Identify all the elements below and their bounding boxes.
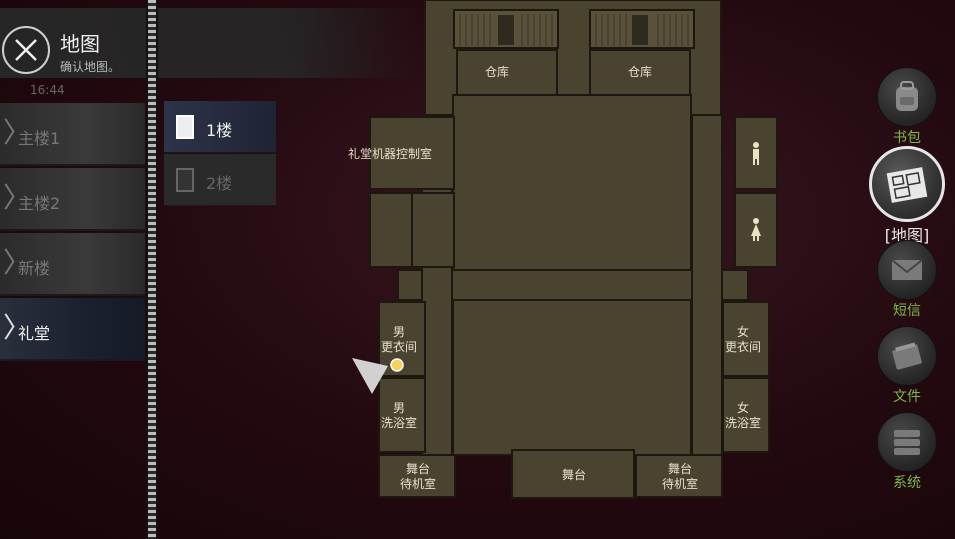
- floor-map: 仓库 仓库 礼堂机器控制室 男 更衣间 男 洗浴室 女 更衣间 女 洗浴室 舞台…: [340, 0, 790, 520]
- building-item-main2[interactable]: 〉 主楼2: [0, 168, 145, 231]
- envelope-icon: [877, 240, 937, 300]
- menu-files[interactable]: 文件: [867, 326, 947, 406]
- menu-label: 文件: [893, 389, 921, 405]
- page-subtitle: 确认地图。: [60, 60, 121, 74]
- close-icon: [15, 39, 37, 61]
- floor-label: 2楼: [206, 174, 233, 193]
- floor-item-2f[interactable]: 2楼: [164, 154, 276, 206]
- clock-text: 16:44: [30, 83, 65, 97]
- system-icon: [877, 412, 937, 472]
- floor-label: 1楼: [206, 121, 233, 140]
- building-label: 主楼2: [18, 194, 61, 213]
- header-bar: 地图 确认地图。: [0, 8, 420, 78]
- room-male-changing: 男 更衣间: [381, 325, 418, 354]
- menu-system[interactable]: 系统: [867, 412, 947, 492]
- chevron-right-icon: 〉: [3, 311, 32, 344]
- door-icon: [176, 168, 194, 192]
- file-icon: [877, 326, 937, 386]
- page-title: 地图: [60, 32, 100, 56]
- room-female-bath: 女 洗浴室: [725, 401, 762, 430]
- map-icon: [869, 146, 945, 222]
- floor-plan: [369, 0, 778, 499]
- room-stage-wait-left: 舞台 待机室: [400, 462, 437, 491]
- door-icon: [176, 115, 194, 139]
- building-label: 主楼1: [18, 129, 61, 148]
- door-block: [632, 15, 648, 45]
- restroom-icons: [751, 142, 761, 241]
- menu-label: [地图]: [884, 226, 930, 245]
- chevron-right-icon: 〉: [3, 246, 32, 279]
- room-female-changing: 女 更衣间: [725, 325, 762, 354]
- menu-messages[interactable]: 短信: [867, 240, 947, 320]
- room-male-bath: 男 洗浴室: [381, 401, 418, 430]
- film-strip-divider: [146, 0, 158, 539]
- building-item-main1[interactable]: 〉 主楼1: [0, 103, 145, 166]
- backpack-icon: [877, 67, 937, 127]
- room-storage-left: 仓库: [485, 65, 510, 79]
- floor-item-1f[interactable]: 1楼: [164, 101, 276, 153]
- player-marker-icon: [352, 358, 404, 394]
- room-control: 礼堂机器控制室: [348, 147, 433, 161]
- building-label: 新楼: [18, 259, 51, 278]
- building-item-new[interactable]: 〉 新楼: [0, 233, 145, 296]
- close-button[interactable]: [2, 26, 50, 74]
- menu-label: 系统: [893, 475, 921, 491]
- room-stage: 舞台: [562, 468, 587, 482]
- menu-map[interactable]: [地图]: [867, 146, 947, 246]
- menu-backpack[interactable]: 书包: [867, 67, 947, 147]
- door-block: [498, 15, 514, 45]
- chevron-right-icon: 〉: [3, 181, 32, 214]
- building-label: 礼堂: [18, 324, 51, 343]
- room-stage-wait-right: 舞台 待机室: [662, 462, 699, 491]
- menu-label: 书包: [893, 130, 921, 146]
- room-storage-right: 仓库: [628, 65, 653, 79]
- chevron-right-icon: 〉: [3, 116, 32, 149]
- building-item-hall[interactable]: 〉 礼堂: [0, 298, 145, 361]
- menu-label: 短信: [893, 303, 921, 319]
